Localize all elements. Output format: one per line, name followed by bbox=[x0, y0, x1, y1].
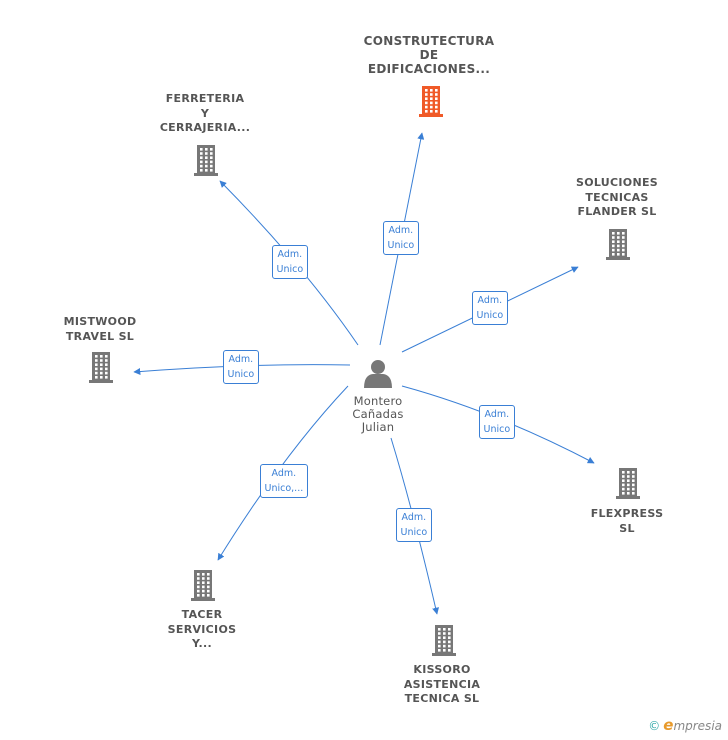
company-label-soluciones[interactable]: SOLUCIONES TECNICAS FLANDER SL bbox=[576, 176, 658, 218]
edge-label-kissoro[interactable]: Adm. Unico bbox=[395, 508, 433, 542]
company-label-mistwood[interactable]: MISTWOOD TRAVEL SL bbox=[63, 315, 137, 343]
building-icon-flexpress[interactable] bbox=[616, 468, 640, 499]
company-label-tacer[interactable]: TACER SERVICIOS Y... bbox=[167, 608, 237, 650]
brand-initial: e bbox=[663, 716, 674, 734]
building-icon-constructectura[interactable] bbox=[419, 86, 443, 117]
person-label[interactable]: Montero Cañadas Julian bbox=[352, 394, 404, 434]
building-icon-soluciones[interactable] bbox=[606, 229, 630, 260]
edge-label-ferreteria[interactable]: Adm. Unico bbox=[271, 245, 309, 279]
edge-label-tacer[interactable]: Adm. Unico,... bbox=[259, 464, 309, 498]
person-icon[interactable] bbox=[364, 360, 392, 388]
building-icon-kissoro[interactable] bbox=[432, 625, 456, 656]
building-icon-mistwood[interactable] bbox=[89, 352, 113, 383]
company-label-constructectura[interactable]: CONSTRUTECTURA DE EDIFICACIONES... bbox=[363, 34, 495, 76]
footer-brand: ©empresia bbox=[648, 716, 722, 734]
company-label-ferreteria[interactable]: FERRETERIA Y CERRAJERIA... bbox=[159, 92, 251, 134]
company-label-kissoro[interactable]: KISSORO ASISTENCIA TECNICA SL bbox=[403, 663, 481, 705]
edge-label-mistwood[interactable]: Adm. Unico bbox=[222, 350, 260, 384]
building-icon-tacer[interactable] bbox=[191, 570, 215, 601]
edge-label-constructectura[interactable]: Adm. Unico bbox=[382, 221, 420, 255]
edge-label-flexpress[interactable]: Adm. Unico bbox=[478, 405, 516, 439]
brand-name: mpresia bbox=[673, 719, 722, 733]
company-label-flexpress[interactable]: FLEXPRESS SL bbox=[590, 507, 664, 535]
building-icon-ferreteria[interactable] bbox=[194, 145, 218, 176]
edge-label-soluciones[interactable]: Adm. Unico bbox=[471, 291, 509, 325]
copyright-symbol: © bbox=[648, 719, 661, 733]
